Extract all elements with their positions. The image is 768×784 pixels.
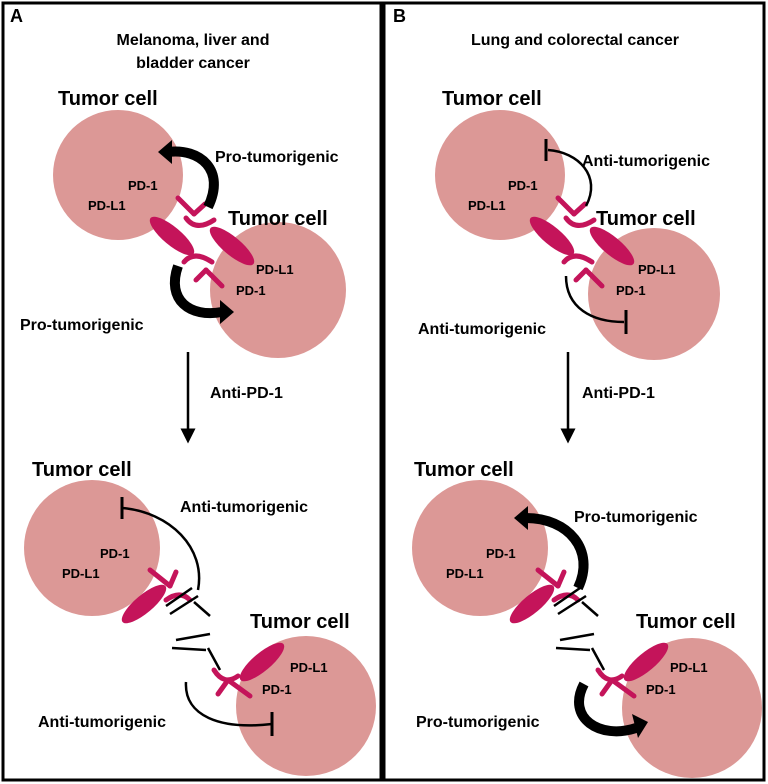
pd-1-receptor xyxy=(561,253,605,289)
effect-label: Anti-tumorigenic xyxy=(38,714,166,731)
pd-l1-ligand xyxy=(121,584,167,624)
pro-tumorigenic-arrow xyxy=(169,264,223,319)
panel-a-letter: A xyxy=(10,6,23,26)
pd-1-receptor xyxy=(535,567,581,603)
tumor-cell-label: Tumor cell xyxy=(32,459,132,481)
pro-tumorigenic-arrow xyxy=(167,146,219,210)
pd-l1-label: PD-L1 xyxy=(670,660,708,675)
pd-1-label: PD-1 xyxy=(486,546,516,561)
pd-1-receptor xyxy=(181,253,225,289)
tumor-cell-circle xyxy=(412,480,548,616)
pd-l1-ligand xyxy=(239,642,285,682)
arrowhead-icon xyxy=(158,140,172,164)
anti-pd-1-antibody xyxy=(553,586,599,617)
tumor-cell-label: Tumor cell xyxy=(636,611,736,633)
pd-1-receptor xyxy=(555,195,597,228)
tumor-cell-circle xyxy=(53,110,183,240)
panel-a-title-line2: bladder cancer xyxy=(136,55,250,72)
inhibition-arc xyxy=(184,681,273,727)
inhibition-arc xyxy=(564,275,625,324)
anti-pd-1-antibody xyxy=(555,632,606,671)
panel-a-top-scene: Tumor cell Tumor cell PD-1 PD-L1 PD-L1 P… xyxy=(20,88,346,358)
pd-l1-label: PD-L1 xyxy=(468,198,506,213)
arrowhead-icon xyxy=(220,300,234,324)
pd-1-label: PD-1 xyxy=(508,178,538,193)
arrowhead-icon xyxy=(632,714,648,738)
tumor-cell-label: Tumor cell xyxy=(442,88,542,110)
pd-1-receptor xyxy=(175,195,217,228)
panel-a-frame xyxy=(1,1,383,782)
pd-l1-ligand xyxy=(149,216,195,256)
inhibition-arc xyxy=(121,506,201,591)
tumor-cell-label: Tumor cell xyxy=(228,208,328,230)
pd-1-receptor xyxy=(595,667,637,699)
pro-tumorigenic-arrow xyxy=(574,681,638,737)
tumor-cell-circle xyxy=(24,480,160,616)
panel-b: B Lung and colorectal cancer Tumor cell … xyxy=(393,6,762,778)
tumor-cell-label: Tumor cell xyxy=(250,611,350,633)
panel-b-title: Lung and colorectal cancer xyxy=(471,32,679,49)
pd-l1-label: PD-L1 xyxy=(290,660,328,675)
pd-l1-ligand xyxy=(589,226,635,266)
pd-l1-ligand xyxy=(509,584,555,624)
panel-a-title-line1: Melanoma, liver and xyxy=(117,32,270,49)
pd-1-label: PD-1 xyxy=(646,682,676,697)
pd-l1-label: PD-L1 xyxy=(62,566,100,581)
pd-1-label: PD-1 xyxy=(128,178,158,193)
anti-pd-1-antibody xyxy=(165,586,211,617)
effect-label: Anti-tumorigenic xyxy=(418,321,546,338)
tumor-cell-circle xyxy=(622,638,762,778)
pd-l1-ligand xyxy=(529,216,575,256)
pro-tumorigenic-arrow xyxy=(525,513,589,591)
pd-l1-ligand xyxy=(623,642,669,682)
pd-l1-label: PD-L1 xyxy=(446,566,484,581)
effect-label: Anti-tumorigenic xyxy=(180,499,308,516)
panel-b-top-scene: Tumor cell Tumor cell PD-1 PD-L1 PD-L1 P… xyxy=(418,88,720,360)
pd-1-receptor xyxy=(211,667,253,699)
anti-pd-1-antibody xyxy=(171,632,222,671)
tumor-cell-circle xyxy=(435,110,565,240)
pd-l1-ligand xyxy=(209,226,255,266)
tumor-cell-circle xyxy=(236,636,376,776)
panel-a-bottom-scene: Tumor cell Tumor cell PD-1 PD-L1 PD-L1 P… xyxy=(24,459,376,776)
panel-a: A Melanoma, liver and bladder cancer xyxy=(10,6,376,776)
panel-b-frame xyxy=(382,1,766,782)
inhibition-arc xyxy=(547,148,593,207)
pd-l1-label: PD-L1 xyxy=(256,262,294,277)
treatment-label: Anti-PD-1 xyxy=(582,385,655,402)
pd-1-label: PD-1 xyxy=(100,546,130,561)
panel-b-bottom-scene: Tumor cell Tumor cell PD-1 PD-L1 PD-L1 P… xyxy=(412,459,762,778)
effect-label: Pro-tumorigenic xyxy=(574,509,698,526)
pd-1-label: PD-1 xyxy=(616,283,646,298)
arrowhead-icon xyxy=(514,506,528,530)
pd-1-receptor xyxy=(147,567,193,603)
effect-label: Pro-tumorigenic xyxy=(416,714,540,731)
effect-label: Pro-tumorigenic xyxy=(20,317,144,334)
treatment-label: Anti-PD-1 xyxy=(210,385,283,402)
tumor-cell-label: Tumor cell xyxy=(58,88,158,110)
tumor-cell-label: Tumor cell xyxy=(596,208,696,230)
pd-1-label: PD-1 xyxy=(236,283,266,298)
tumor-cell-label: Tumor cell xyxy=(414,459,514,481)
pd-1-label: PD-1 xyxy=(262,682,292,697)
panel-b-letter: B xyxy=(393,6,406,26)
pd-l1-label: PD-L1 xyxy=(638,262,676,277)
pd-l1-label: PD-L1 xyxy=(88,198,126,213)
effect-label: Pro-tumorigenic xyxy=(215,149,339,166)
effect-label: Anti-tumorigenic xyxy=(582,153,710,170)
